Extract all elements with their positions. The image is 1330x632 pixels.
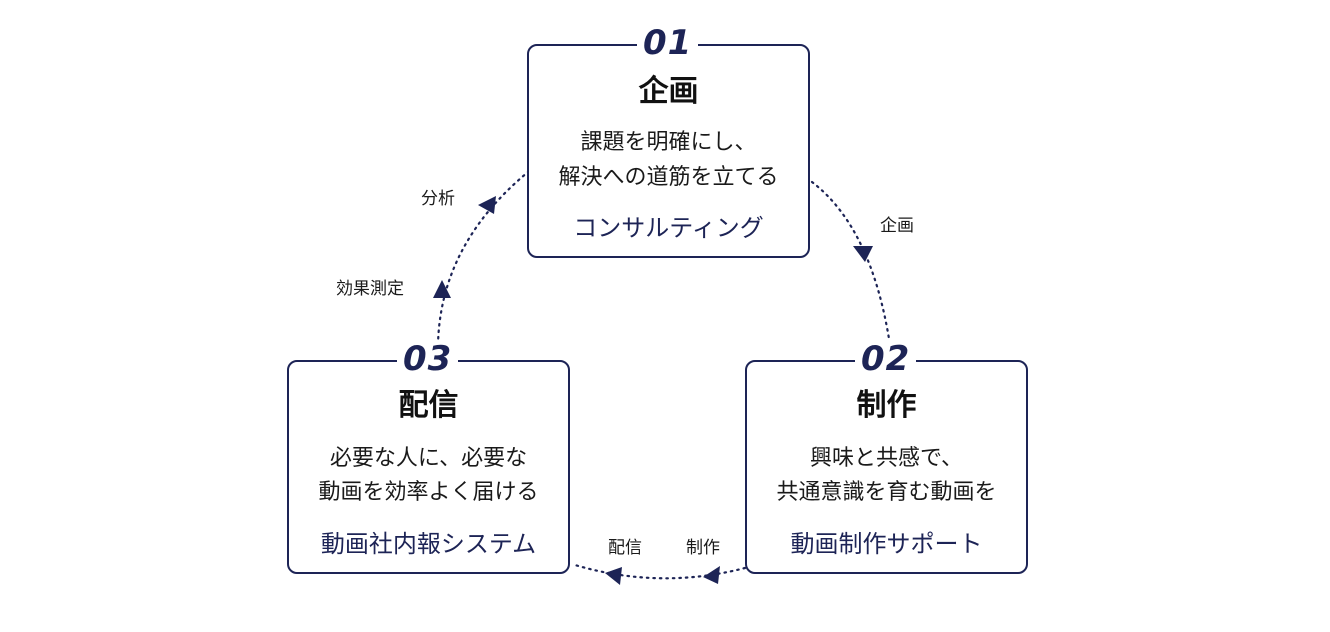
step-desc-02-line1: 興味と共感で、: [809, 446, 964, 471]
arrowhead-kikaku-icon: [853, 246, 873, 262]
step-service-01: コンサルティング: [573, 214, 764, 242]
arrowhead-haishin-icon: [605, 567, 622, 585]
step-number-01: 01: [637, 24, 699, 62]
connector-seisaku-to-haishin: [573, 563, 747, 580]
step-card-02: 02 制作 興味と共感で、 共通意識を育む動画を 動画制作サポート: [745, 340, 1028, 574]
arrow-label-kikaku: 企画: [880, 216, 914, 236]
step-title-03: 配信: [398, 388, 459, 423]
step-title-02: 制作: [856, 388, 917, 423]
arrowhead-seisaku-icon: [703, 566, 720, 584]
arrow-label-seisaku: 制作: [686, 538, 720, 558]
step-number-03: 03: [397, 340, 459, 378]
step-number-02: 02: [855, 340, 917, 378]
step-desc-01-line1: 課題を明確にし、: [580, 130, 757, 155]
arrowhead-bunseki-icon: [478, 196, 496, 214]
step-desc-03-line2: 動画を効率よく届ける: [318, 480, 539, 505]
connector-haishin-to-kikaku: [436, 170, 530, 347]
step-title-01: 企画: [638, 74, 699, 109]
arrow-label-bunseki: 分析: [421, 189, 455, 209]
arrow-label-kouka-sokutei: 効果測定: [336, 279, 404, 299]
connector-kikaku-to-seisaku: [810, 180, 892, 347]
step-service-03: 動画社内報システム: [320, 530, 537, 558]
arrowhead-kouka-icon: [433, 280, 451, 298]
step-desc-03-line1: 必要な人に、必要な: [329, 446, 528, 471]
step-card-03: 03 配信 必要な人に、必要な 動画を効率よく届ける 動画社内報システム: [287, 340, 570, 574]
step-card-01: 01 企画 課題を明確にし、 解決への道筋を立てる コンサルティング: [527, 24, 810, 258]
arrow-label-haishin: 配信: [608, 538, 642, 558]
step-desc-01-line2: 解決への道筋を立てる: [558, 165, 779, 190]
step-service-02: 動画制作サポート: [790, 530, 983, 558]
step-desc-02-line2: 共通意識を育む動画を: [776, 480, 997, 505]
